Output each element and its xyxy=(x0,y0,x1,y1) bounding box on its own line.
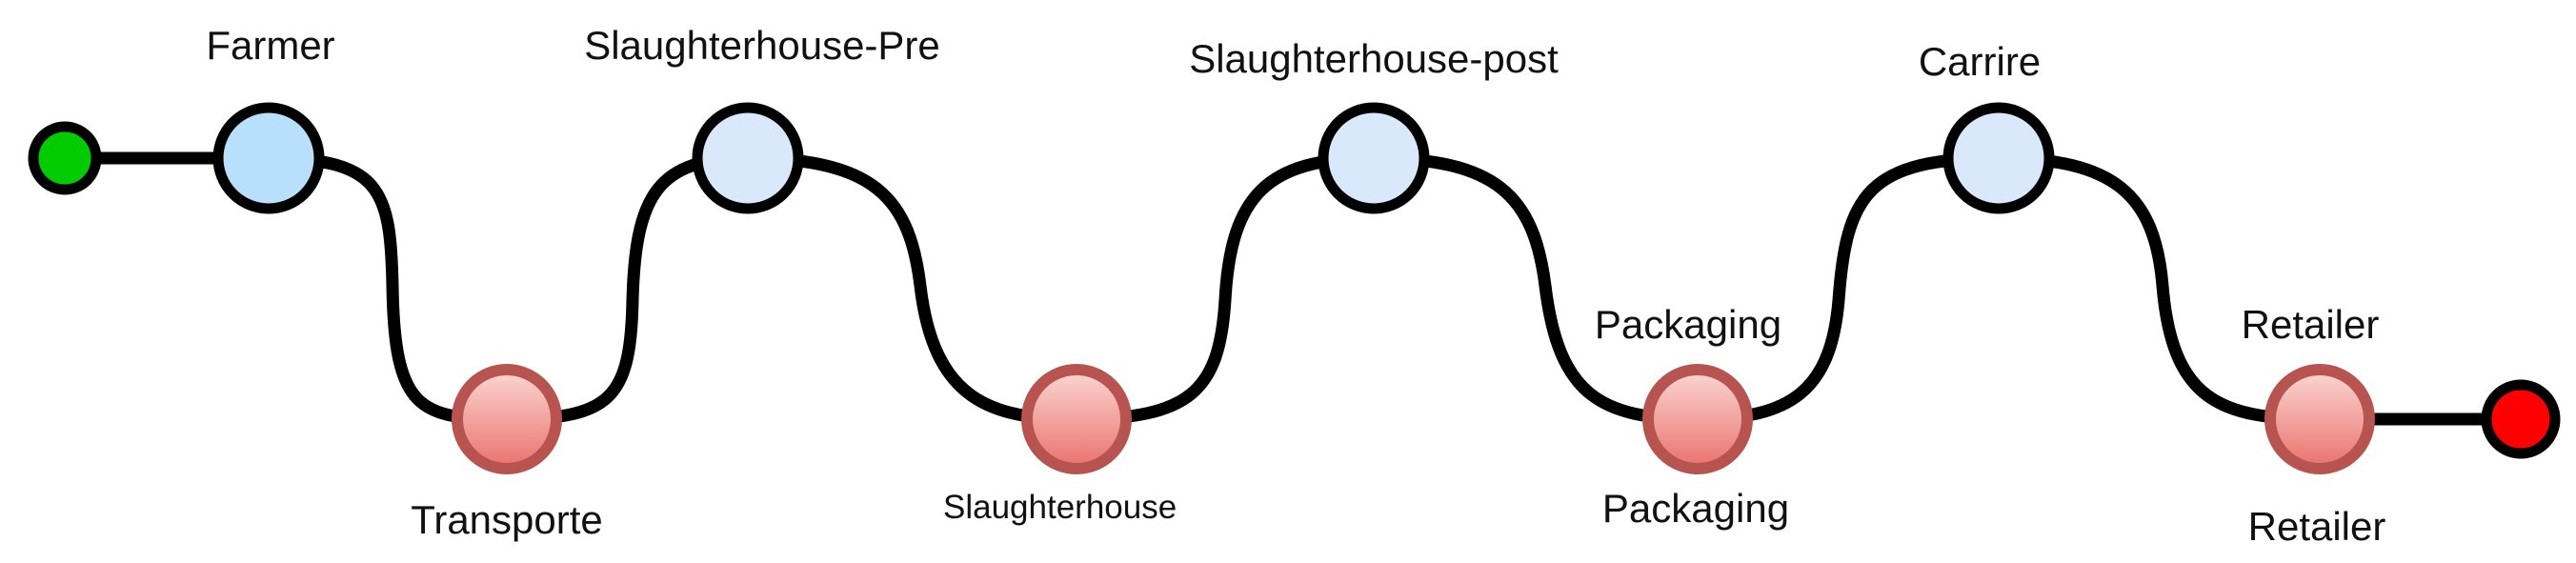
label-packaging-bottom: Packaging xyxy=(1602,486,1789,531)
label-slaughterhouse: Slaughterhouse xyxy=(943,489,1177,526)
node-carrire xyxy=(1942,102,2055,214)
end-node xyxy=(2481,379,2561,459)
label-retailer-top: Retailer xyxy=(2242,302,2380,347)
label-slaughterhouse-pre: Slaughterhouse-Pre xyxy=(584,23,940,68)
label-slaughterhouse-post: Slaughterhouse-post xyxy=(1189,36,1559,81)
edge-slaughterhouse-slaughterhouse-post xyxy=(1070,151,1380,426)
edge-packaging-carrire xyxy=(1691,151,2005,426)
edge-slaughterhouse-pre-slaughterhouse xyxy=(741,151,1083,426)
node-packaging xyxy=(1642,364,1753,474)
edge-slaughterhouse-post-packaging xyxy=(1367,151,1704,426)
node-farmer xyxy=(212,102,325,214)
label-carrire: Carrire xyxy=(1919,39,2041,84)
node-slaughterhouse-pre xyxy=(692,102,804,214)
node-transporte xyxy=(452,364,562,474)
node-slaughterhouse xyxy=(1021,364,1132,474)
edge-carrire-retailer xyxy=(1992,151,2326,426)
start-node xyxy=(28,121,102,195)
label-slaughterhouse-clip: Slaughterhouse xyxy=(943,489,1177,526)
label-retailer-bottom: Retailer xyxy=(2248,504,2386,549)
edge-farmer-transporte xyxy=(262,151,513,426)
label-farmer: Farmer xyxy=(206,23,334,68)
label-packaging-top: Packaging xyxy=(1595,302,1781,347)
edge-transporte-slaughterhouse-pre xyxy=(500,151,755,426)
label-transporte: Transporte xyxy=(411,497,603,542)
node-retailer xyxy=(2264,364,2375,474)
node-slaughterhouse-post xyxy=(1318,102,1430,214)
